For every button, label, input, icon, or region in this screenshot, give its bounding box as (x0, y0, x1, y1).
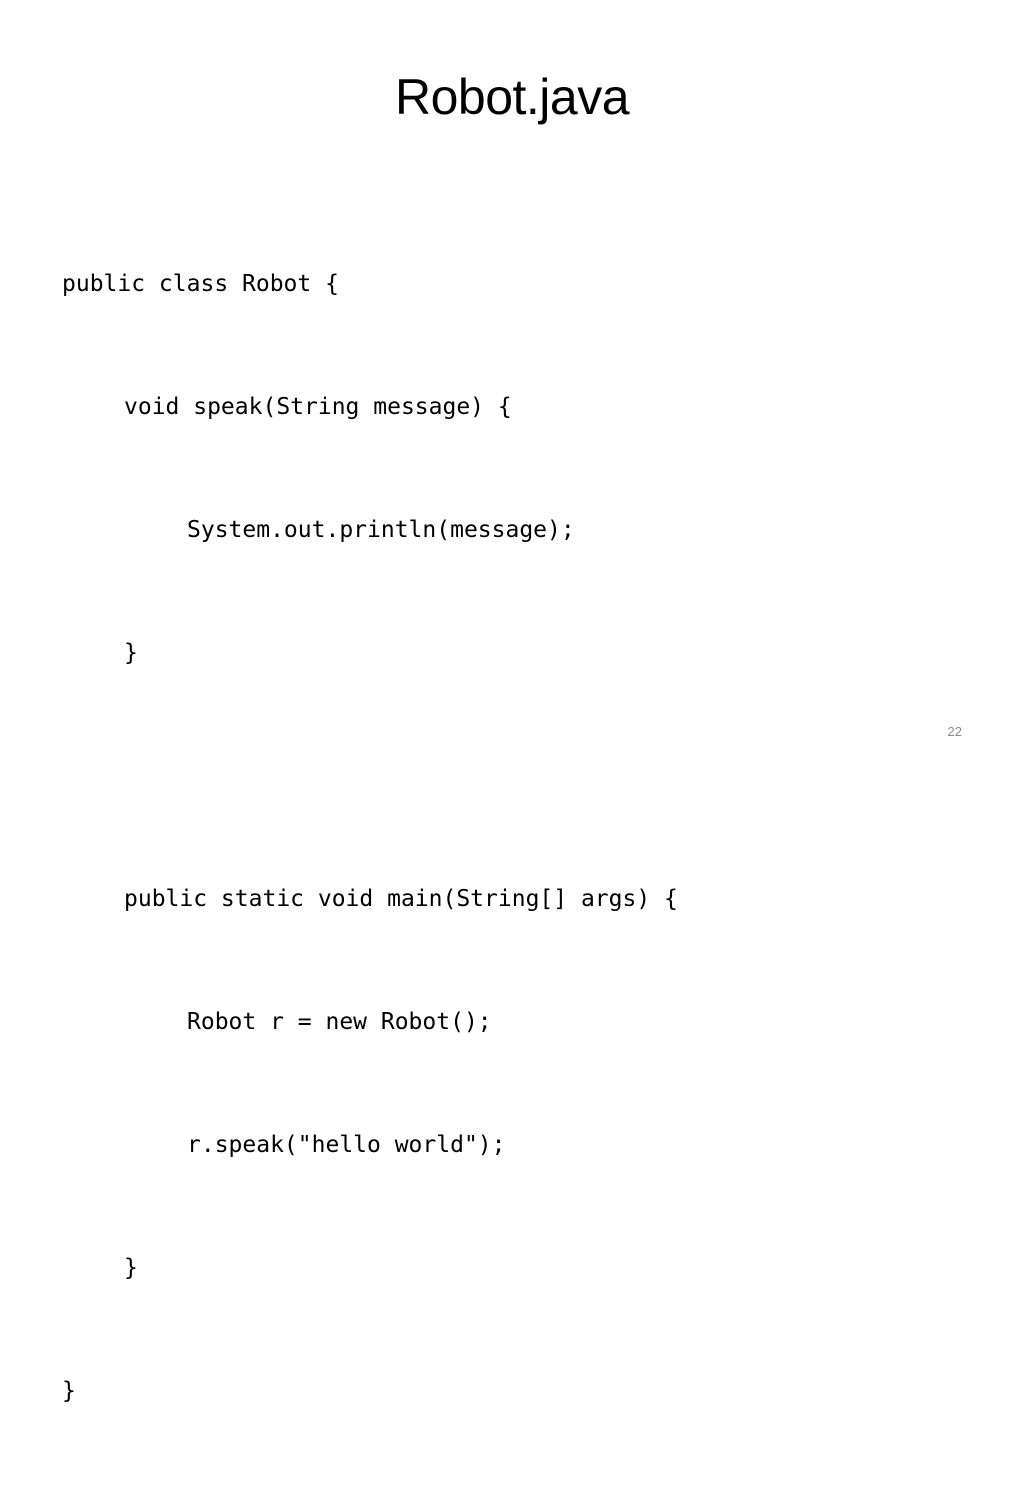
code-line: public class Robot { (62, 271, 339, 297)
page-number: 22 (947, 724, 962, 739)
code-line: public static void main(String[] args) { (124, 886, 678, 912)
slide-title: Robot.java (394, 69, 630, 125)
code-line: Robot r = new Robot(); (187, 1009, 492, 1035)
code-block: public class Robot { void speak(String m… (62, 182, 678, 1494)
code-line-blank (62, 756, 678, 797)
code-line: void speak(String message) { (124, 394, 512, 420)
code-line: } (124, 640, 138, 666)
code-line: System.out.println(message); (187, 517, 575, 543)
code-line: } (124, 1255, 138, 1281)
code-line: } (62, 1378, 76, 1404)
code-line: r.speak("hello world"); (187, 1132, 506, 1158)
